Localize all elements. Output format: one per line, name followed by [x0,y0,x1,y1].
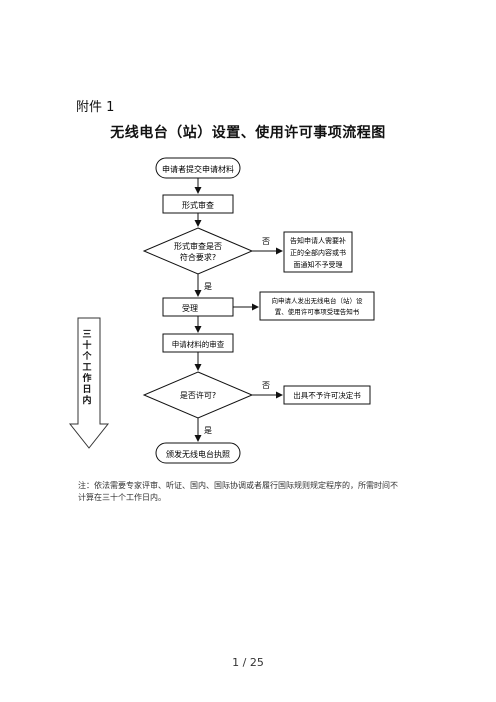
decision1-line1: 形式审查是否 [174,241,222,251]
footnote: 注：依法需要专家评审、听证、国内、国际协调或者履行国际规则规定程序的，所需时间不… [78,481,398,502]
decision1-line2: 符合要求? [180,252,216,262]
edge-yes-2: 是 [204,426,212,435]
attachment-label: 附件 1 [76,100,115,115]
decision2-label: 是否许可? [180,390,216,400]
issue-node-shape [155,442,241,464]
start-node-label: 申请者提交申请材料 [162,164,234,174]
deny-label: 出具不予许可决定书 [293,390,361,400]
thirty-days-label: 三十个工作日内 [82,330,92,406]
form-review-label: 形式审查 [182,200,214,210]
edge-no-1: 否 [262,237,270,246]
thirty-days-arrow-icon [68,317,110,449]
decision-form-review [142,227,254,275]
accept-box [162,297,234,317]
accept-notice-line1: 向申请人发出无线电台（站）设 [272,296,364,305]
notify-line3: 面通知不予受理 [294,260,343,269]
deny-box [283,385,371,405]
issue-node-label: 颁发无线电台执照 [166,449,230,459]
notify-correct-box [283,231,353,273]
notify-line2: 正的全部内容或书 [290,248,346,257]
material-review-label: 申请材料的审查 [172,339,225,349]
accept-label: 受理 [182,303,198,313]
notify-line1: 告知申请人需要补 [290,236,346,245]
accept-notice-box [259,291,375,321]
edge-yes-1: 是 [204,282,212,291]
accept-notice-line2: 置、使用许可事项受理告知书 [275,307,360,316]
edge-no-2: 否 [262,381,270,390]
page-title: 无线电台（站）设置、使用许可事项流程图 [110,125,386,141]
page-number: 1 / 25 [232,656,264,669]
